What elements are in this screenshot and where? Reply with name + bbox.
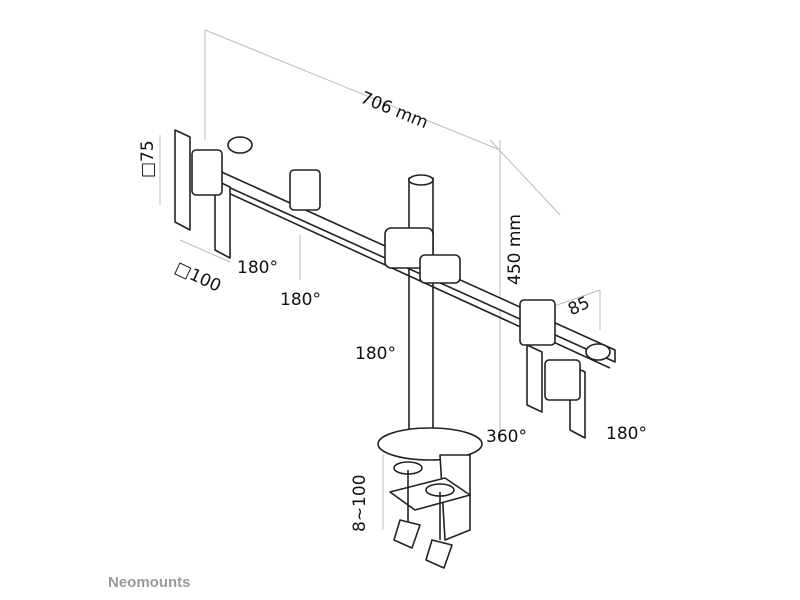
height-dimension-label: 450 mm <box>505 214 525 285</box>
arm-slider-right <box>519 299 556 346</box>
rotation-label: 180° <box>237 258 278 278</box>
brand-logo: Neomounts <box>108 574 191 591</box>
arm-slider-left <box>289 169 321 211</box>
vesa-plate-left <box>174 129 191 231</box>
rotation-label: 180° <box>280 290 321 310</box>
mount-outline <box>174 129 616 569</box>
clamp-handle-right <box>425 539 453 569</box>
dimension-lines <box>159 29 601 530</box>
clamp-handle-left <box>393 519 421 549</box>
rotation-label: 360° <box>486 427 527 447</box>
pole <box>408 177 434 441</box>
vesa-small-label: □75 <box>138 140 158 178</box>
base-disc <box>377 427 483 461</box>
rotation-label: 180° <box>606 424 647 444</box>
clamp-range-label: 8~100 <box>350 474 370 532</box>
rotation-label: 180° <box>355 344 396 364</box>
vesa-plate-right <box>526 344 543 413</box>
